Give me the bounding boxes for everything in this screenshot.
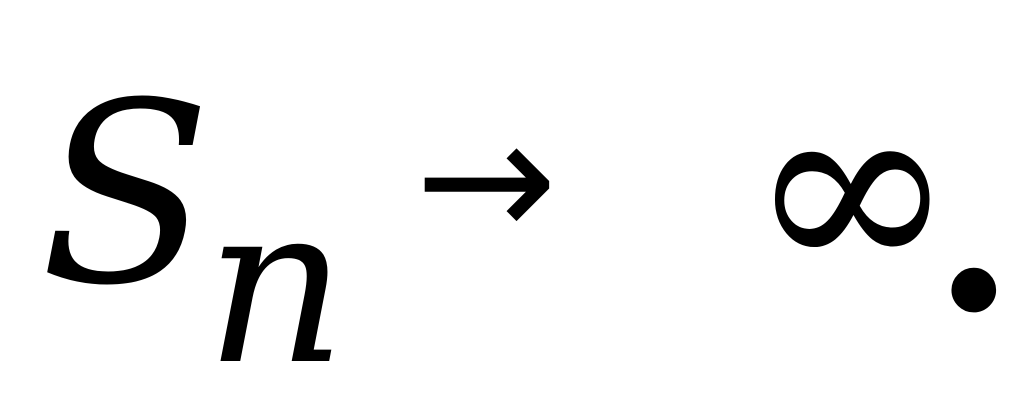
period-symbol: . [932, 84, 1016, 366]
subscript-n: n [205, 157, 347, 409]
variable-s: S [40, 49, 212, 340]
infinity-symbol: ∞ [748, 42, 957, 333]
right-arrow-symbol: → [415, 81, 558, 279]
